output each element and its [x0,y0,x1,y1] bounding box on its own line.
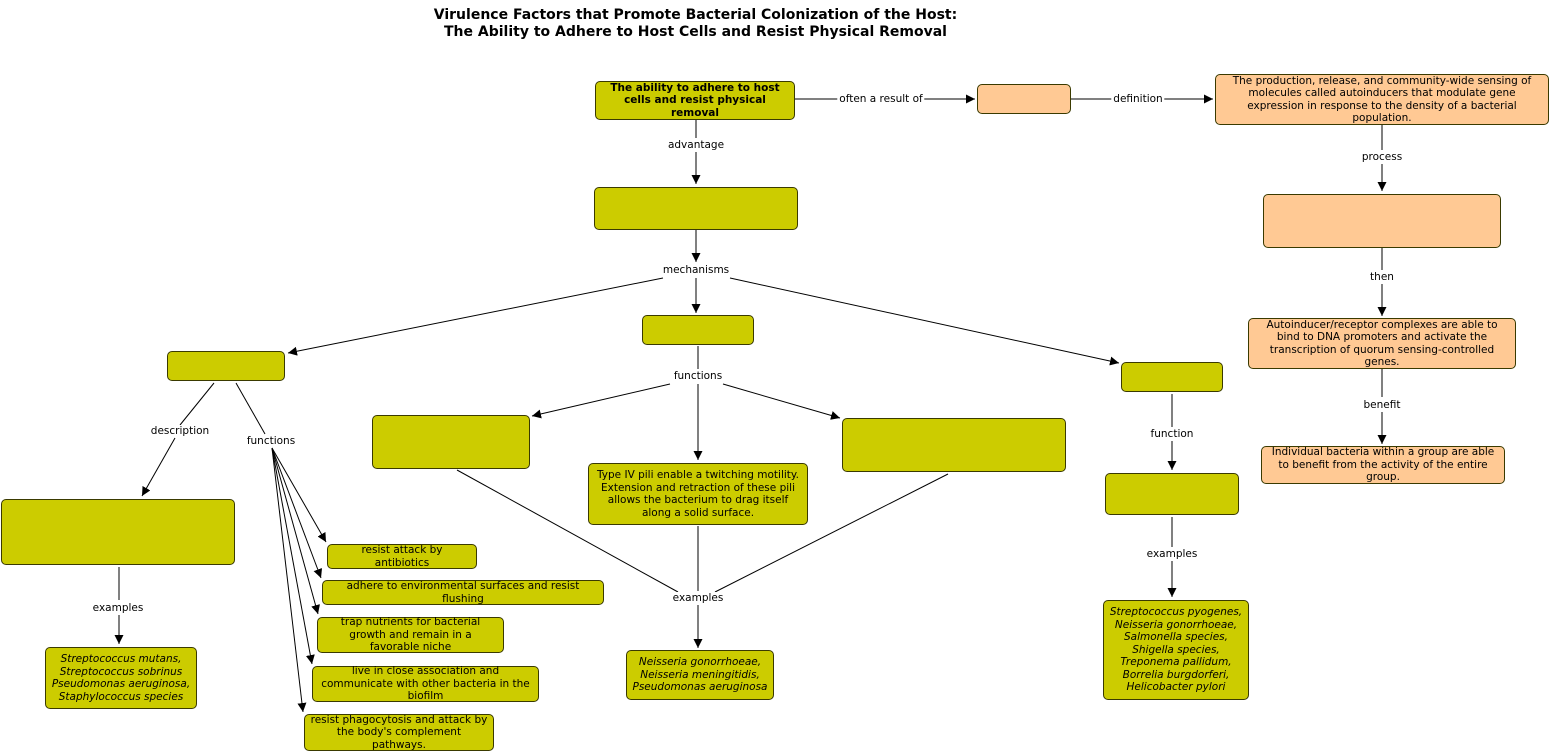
node-qs-process-blank[interactable] [1263,194,1501,248]
node-biofilm-fn4-text: live in close association and communicat… [321,665,530,703]
node-qs-benefit: Individual bacteria within a group are a… [1261,446,1505,484]
link-mechanisms: mechanisms [660,264,732,276]
node-advantage-blank[interactable] [594,187,798,230]
node-pili-examples-text: Neisseria gonorrhoeae, Neisseria meningi… [632,656,768,694]
title-line-2: The Ability to Adhere to Host Cells and … [444,24,947,40]
node-qs-definition: The production, release, and community-w… [1215,74,1549,125]
node-biofilm-fn5-text: resist phagocytosis and attack by the bo… [310,713,488,751]
node-biofilm-fn2-text: adhere to environmental surfaces and res… [346,580,580,605]
node-root-adherence: The ability to adhere to host cells and … [595,81,795,120]
link-examples-pili: examples [670,592,726,604]
link-advantage: advantage [665,139,727,151]
node-pili-function-twitching: Type IV pili enable a twitching motility… [588,463,808,525]
node-biofilm-function-phagocytosis: resist phagocytosis and attack by the bo… [304,714,494,751]
node-biofilm-examples-text: Streptococcus mutans, Streptococcus sobr… [51,653,191,703]
node-biofilm-function-communicate: live in close association and communicat… [312,665,539,703]
link-process: process [1359,151,1405,163]
node-biofilm-blank[interactable] [167,351,285,381]
link-often-a-result-of: often a result of [837,93,925,105]
node-adhesin-function-blank[interactable] [1105,473,1239,515]
node-biofilm-fn3-text: trap nutrients for bacterial growth and … [340,616,481,654]
link-functions-pili: functions [671,370,725,382]
diagram-title: Virulence Factors that Promote Bacterial… [0,7,1391,41]
node-biofilm-function-nutrients: trap nutrients for bacterial growth and … [317,616,504,654]
node-adhesin-blank[interactable] [1121,362,1223,392]
node-biofilm-function-antibiotics: resist attack by antibiotics [327,544,477,569]
node-quorum-sensing-blank[interactable] [977,84,1071,114]
node-biofilm-fn1-text: resist attack by antibiotics [361,544,443,569]
node-qs-benefit-text: Individual bacteria within a group are a… [1271,446,1495,484]
node-adhesin-examples-text: Streptococcus pyogenes, Neisseria gonorr… [1109,606,1243,694]
node-adhesin-examples: Streptococcus pyogenes, Neisseria gonorr… [1103,600,1249,700]
node-qs-definition-text: The production, release, and community-w… [1232,74,1532,125]
link-benefit: benefit [1361,399,1403,411]
node-qs-then: Autoinducer/receptor complexes are able … [1248,318,1516,369]
node-biofilm-description-blank[interactable] [1,499,235,565]
title-line-1: Virulence Factors that Promote Bacterial… [433,7,958,23]
node-pili-fn-mid-text: Type IV pili enable a twitching motility… [597,469,799,519]
node-pili-blank[interactable] [642,315,754,345]
link-examples-biofilm: examples [90,602,146,614]
node-root-text: The ability to adhere to host cells and … [610,81,780,119]
link-definition: definition [1111,93,1165,105]
link-function-adhesin: function [1148,428,1196,440]
link-examples-adhesin: examples [1144,548,1200,560]
node-pili-examples: Neisseria gonorrhoeae, Neisseria meningi… [626,650,774,700]
node-qs-then-text: Autoinducer/receptor complexes are able … [1266,318,1498,369]
node-biofilm-examples: Streptococcus mutans, Streptococcus sobr… [45,647,197,709]
link-then: then [1368,271,1396,283]
node-pili-function-right-blank[interactable] [842,418,1066,472]
link-functions-biofilm: functions [244,435,298,447]
node-biofilm-function-surfaces: adhere to environmental surfaces and res… [322,580,604,605]
link-description: description [148,425,212,437]
node-pili-function-left-blank[interactable] [372,415,530,469]
